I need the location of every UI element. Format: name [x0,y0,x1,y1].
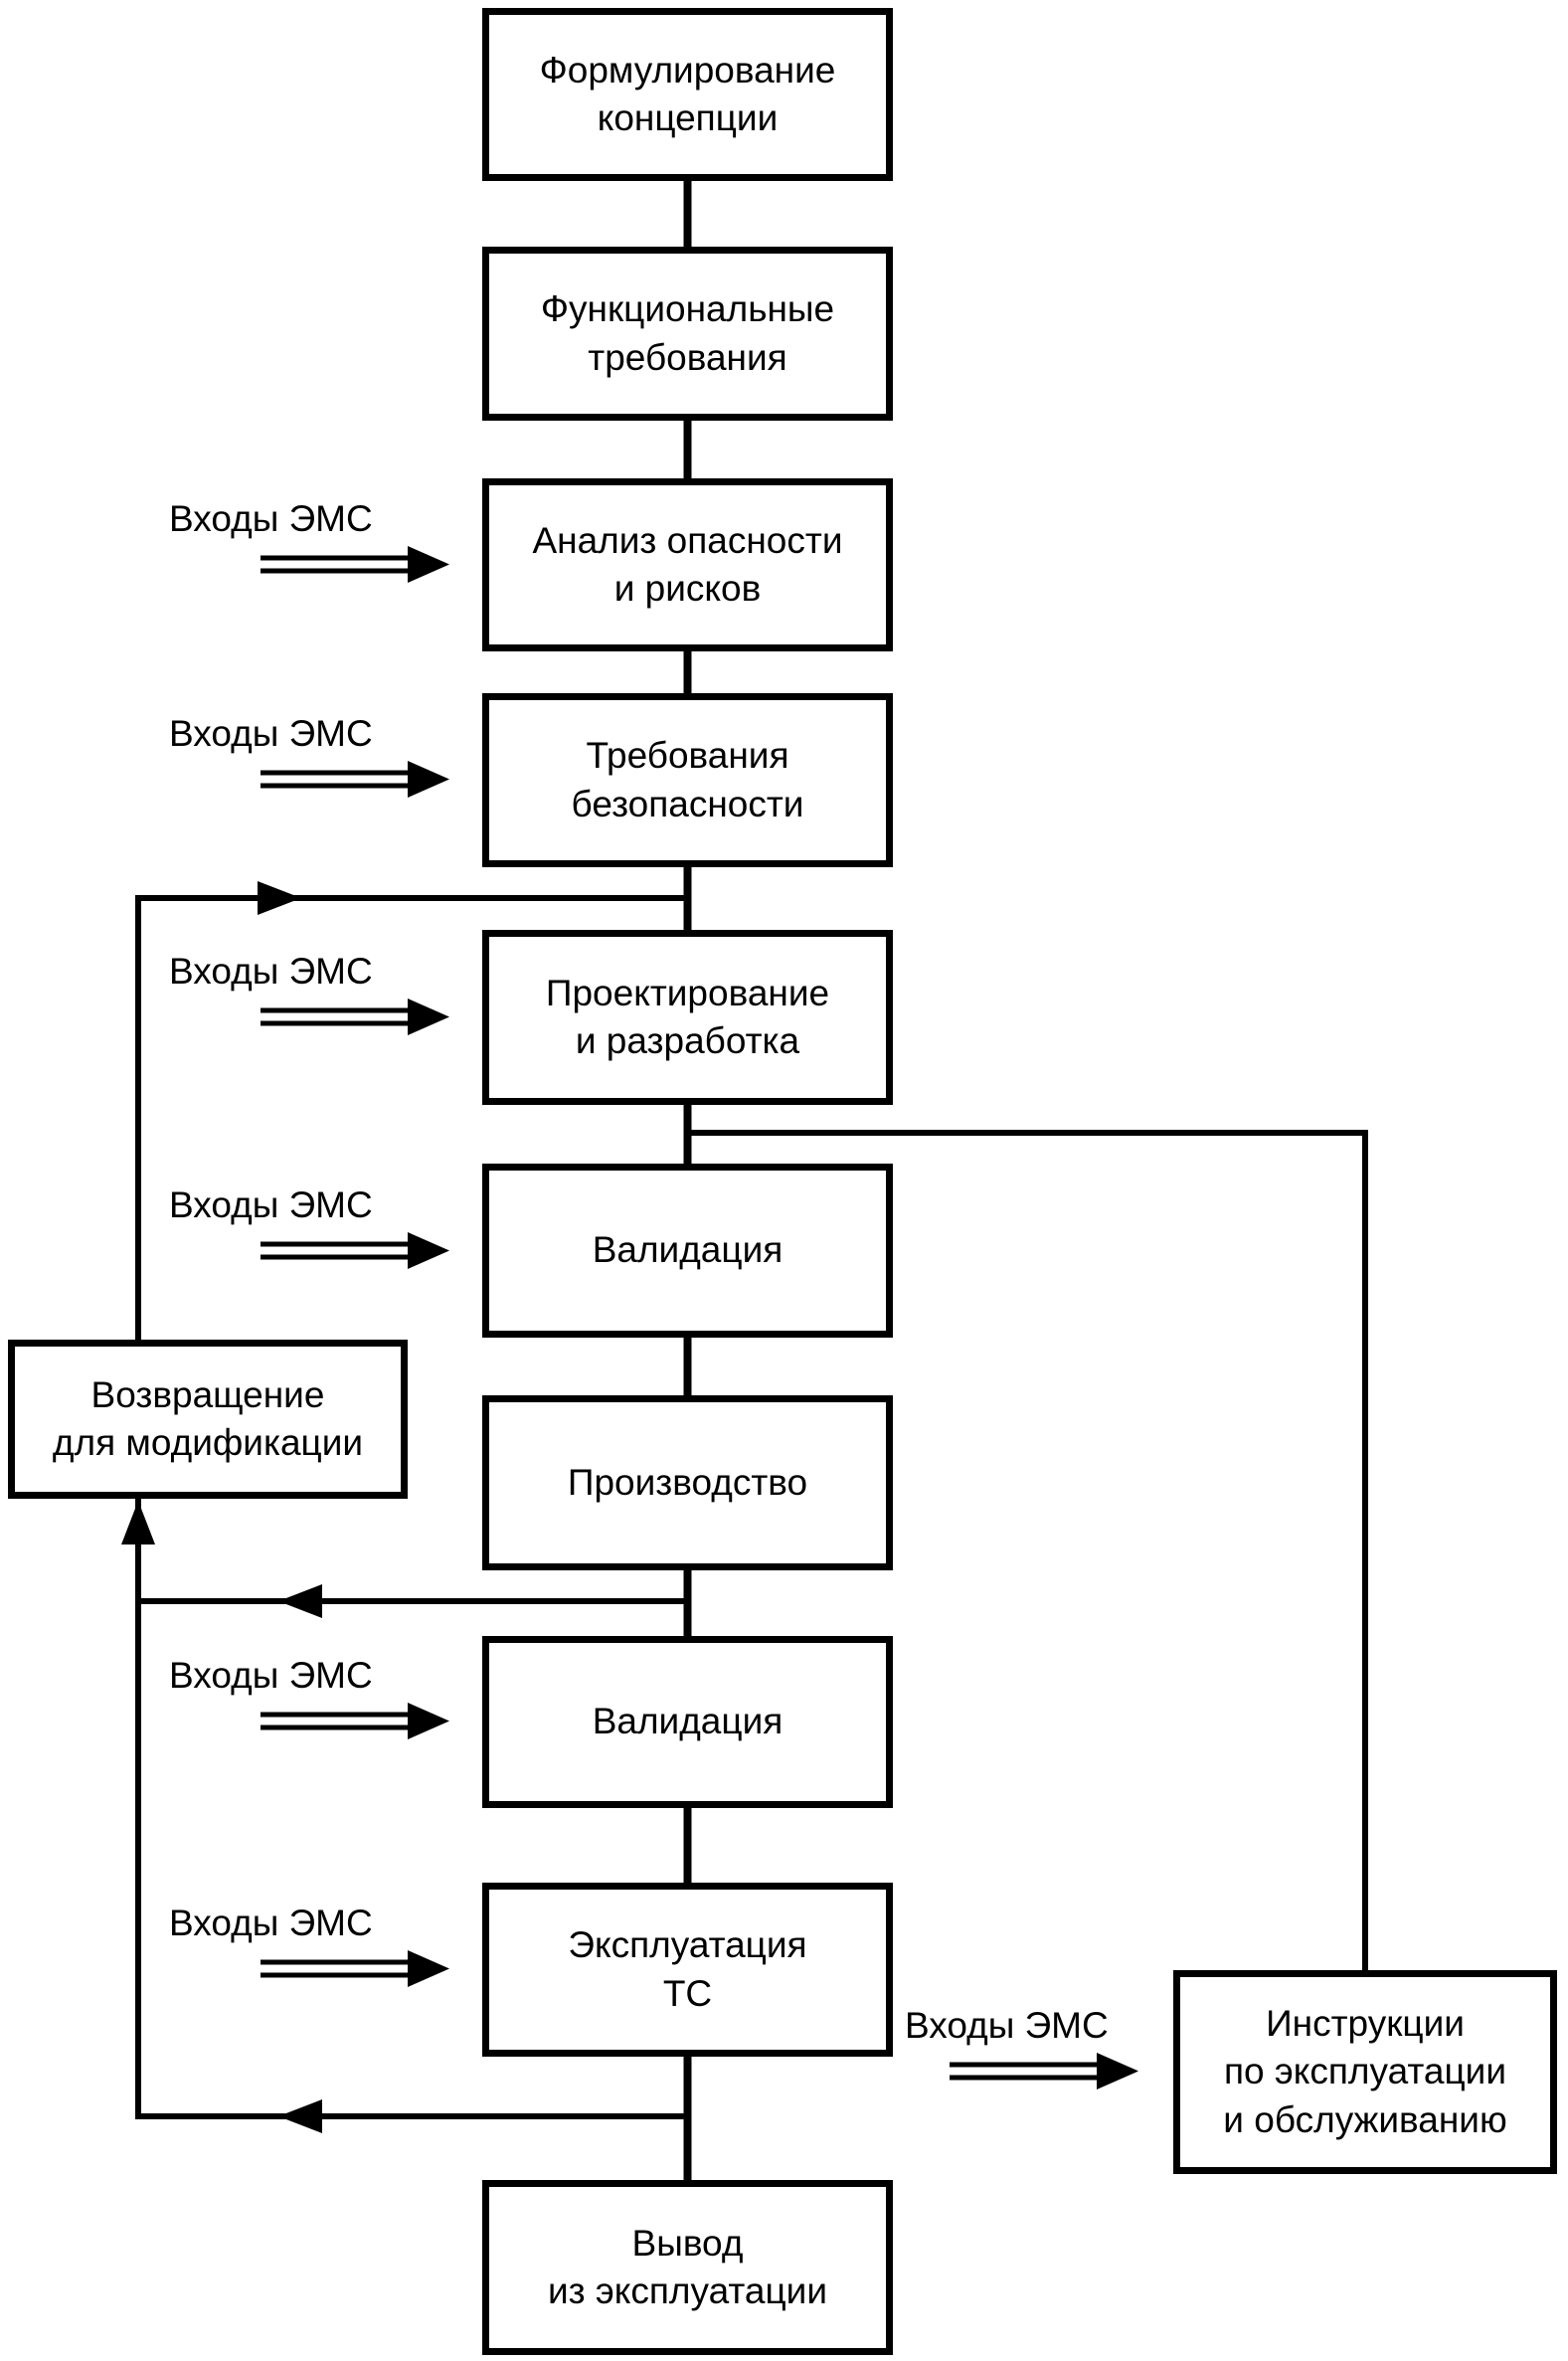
node-label: Анализ опасности и рисков [532,519,843,609]
node-production: Производство [482,1395,893,1570]
arrowhead-right-icon [258,881,301,915]
node-label: Возвращение для модификации [52,1373,364,1463]
branch-line-instructions [687,1130,1368,1979]
node-operation-maintenance-instructions: Инструкции по эксплуатации и обслуживани… [1173,1970,1557,2174]
node-design-development: Проектирование и разработка [482,930,893,1105]
arrowhead-left-icon [278,2099,322,2133]
emc-double-arrow-icon [261,761,449,798]
node-validation-1: Валидация [482,1164,893,1338]
arrowhead-up-icon [121,1501,155,1544]
node-label: Валидация [592,1701,784,1742]
arrowhead-left-icon [278,1584,322,1618]
emc-input-label: Входы ЭМС [169,1903,373,1943]
node-hazard-risk-analysis: Анализ опасности и рисков [482,478,893,651]
node-safety-requirements: Требования безопасности [482,693,893,867]
node-label: Проектирование и разработка [545,972,830,1061]
node-label: Вывод из эксплуатации [547,2222,827,2311]
emc-input-design: Входы ЭМС [169,950,467,1037]
emc-double-arrow-icon [261,1703,449,1739]
node-vehicle-operation: Эксплуатация ТС [482,1883,893,2057]
node-label: Формулирование концепции [539,49,836,138]
emc-input-label: Входы ЭМС [169,951,373,992]
emc-input-validation-1: Входы ЭМС [169,1183,467,1271]
emc-input-validation-2: Входы ЭМС [169,1654,467,1741]
node-label: Производство [567,1461,808,1503]
node-label: Валидация [592,1229,784,1271]
node-functional-requirements: Функциональные требования [482,247,893,421]
emc-input-hazard: Входы ЭМС [169,497,467,585]
emc-double-arrow-icon [261,1950,449,1987]
node-decommissioning: Вывод из эксплуатации [482,2180,893,2355]
emc-input-operation: Входы ЭМС [169,1902,467,1989]
emc-double-arrow-icon [950,2053,1138,2089]
feedback-return-line-upper [135,895,687,1343]
emc-input-safety: Входы ЭМС [169,712,467,800]
node-concept-formulation: Формулирование концепции [482,8,893,181]
emc-input-instructions: Входы ЭМС [905,2004,1203,2091]
node-label: Эксплуатация ТС [568,1924,807,2014]
node-label: Инструкции по эксплуатации и обслуживани… [1223,2003,1507,2140]
node-label: Требования безопасности [571,735,804,824]
node-validation-2: Валидация [482,1636,893,1808]
emc-input-label: Входы ЭМС [169,713,373,754]
emc-input-label: Входы ЭМС [905,2005,1109,2046]
emc-double-arrow-icon [261,999,449,1035]
emc-input-label: Входы ЭМС [169,1184,373,1225]
node-label: Функциональные требования [540,288,835,378]
node-return-for-modification: Возвращение для модификации [8,1340,408,1499]
emc-double-arrow-icon [261,546,449,583]
emc-input-label: Входы ЭМС [169,498,373,539]
emc-input-label: Входы ЭМС [169,1655,373,1696]
emc-double-arrow-icon [261,1232,449,1269]
